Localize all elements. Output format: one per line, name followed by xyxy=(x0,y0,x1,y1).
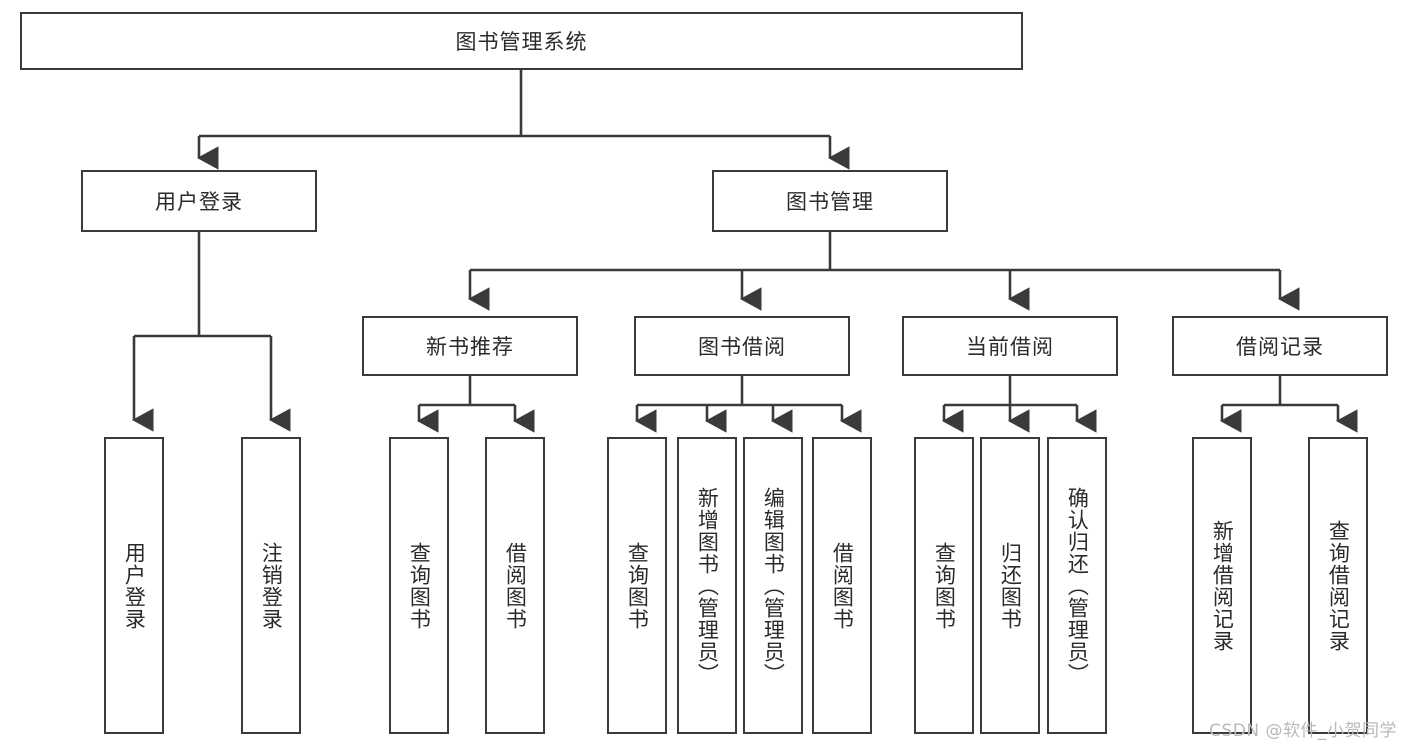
node-leaf-borrow-book-1-label: 借阅图书 xyxy=(503,541,528,630)
node-book-borrow-label: 图书借阅 xyxy=(698,335,786,359)
node-leaf-user-logout[interactable]: 注销登录 xyxy=(241,437,301,734)
node-root[interactable]: 图书管理系统 xyxy=(20,12,1023,70)
node-root-label: 图书管理系统 xyxy=(455,30,588,54)
node-leaf-query-book-1-label: 查询图书 xyxy=(407,541,432,630)
node-book-manage-label: 图书管理 xyxy=(786,190,874,214)
node-leaf-query-record-label: 查询借阅记录 xyxy=(1326,519,1351,652)
node-borrow-record-label: 借阅记录 xyxy=(1236,335,1324,359)
node-leaf-query-record[interactable]: 查询借阅记录 xyxy=(1308,437,1368,734)
node-leaf-confirm-return-label: 确认归还（管理员） xyxy=(1065,486,1090,685)
node-leaf-confirm-return[interactable]: 确认归还（管理员） xyxy=(1047,437,1107,734)
node-new-book-rec-label: 新书推荐 xyxy=(426,335,514,359)
node-current-borrow[interactable]: 当前借阅 xyxy=(902,316,1118,376)
node-leaf-query-book-2-label: 查询图书 xyxy=(625,541,650,630)
node-leaf-user-logout-label: 注销登录 xyxy=(259,541,284,630)
node-leaf-edit-book[interactable]: 编辑图书（管理员） xyxy=(743,437,803,734)
node-leaf-add-book-label: 新增图书（管理员） xyxy=(695,486,720,685)
node-leaf-borrow-book-1[interactable]: 借阅图书 xyxy=(485,437,545,734)
watermark: CSDN @软件_小贺同学 xyxy=(1209,721,1397,741)
node-leaf-add-record-label: 新增借阅记录 xyxy=(1210,519,1235,652)
node-new-book-rec[interactable]: 新书推荐 xyxy=(362,316,578,376)
node-leaf-add-book[interactable]: 新增图书（管理员） xyxy=(677,437,737,734)
node-user-login-label: 用户登录 xyxy=(155,190,243,214)
node-leaf-add-record[interactable]: 新增借阅记录 xyxy=(1192,437,1252,734)
node-leaf-user-login-label: 用户登录 xyxy=(122,541,147,630)
node-leaf-borrow-book-2[interactable]: 借阅图书 xyxy=(812,437,872,734)
node-book-borrow[interactable]: 图书借阅 xyxy=(634,316,850,376)
node-leaf-return-book[interactable]: 归还图书 xyxy=(980,437,1040,734)
node-leaf-query-book-3[interactable]: 查询图书 xyxy=(914,437,974,734)
node-leaf-user-login[interactable]: 用户登录 xyxy=(104,437,164,734)
node-borrow-record[interactable]: 借阅记录 xyxy=(1172,316,1388,376)
node-leaf-query-book-2[interactable]: 查询图书 xyxy=(607,437,667,734)
node-leaf-query-book-3-label: 查询图书 xyxy=(932,541,957,630)
node-leaf-edit-book-label: 编辑图书（管理员） xyxy=(761,486,786,685)
node-leaf-borrow-book-2-label: 借阅图书 xyxy=(830,541,855,630)
node-book-manage[interactable]: 图书管理 xyxy=(712,170,948,232)
node-user-login[interactable]: 用户登录 xyxy=(81,170,317,232)
node-leaf-query-book-1[interactable]: 查询图书 xyxy=(389,437,449,734)
node-current-borrow-label: 当前借阅 xyxy=(966,335,1054,359)
node-leaf-return-book-label: 归还图书 xyxy=(998,541,1023,630)
